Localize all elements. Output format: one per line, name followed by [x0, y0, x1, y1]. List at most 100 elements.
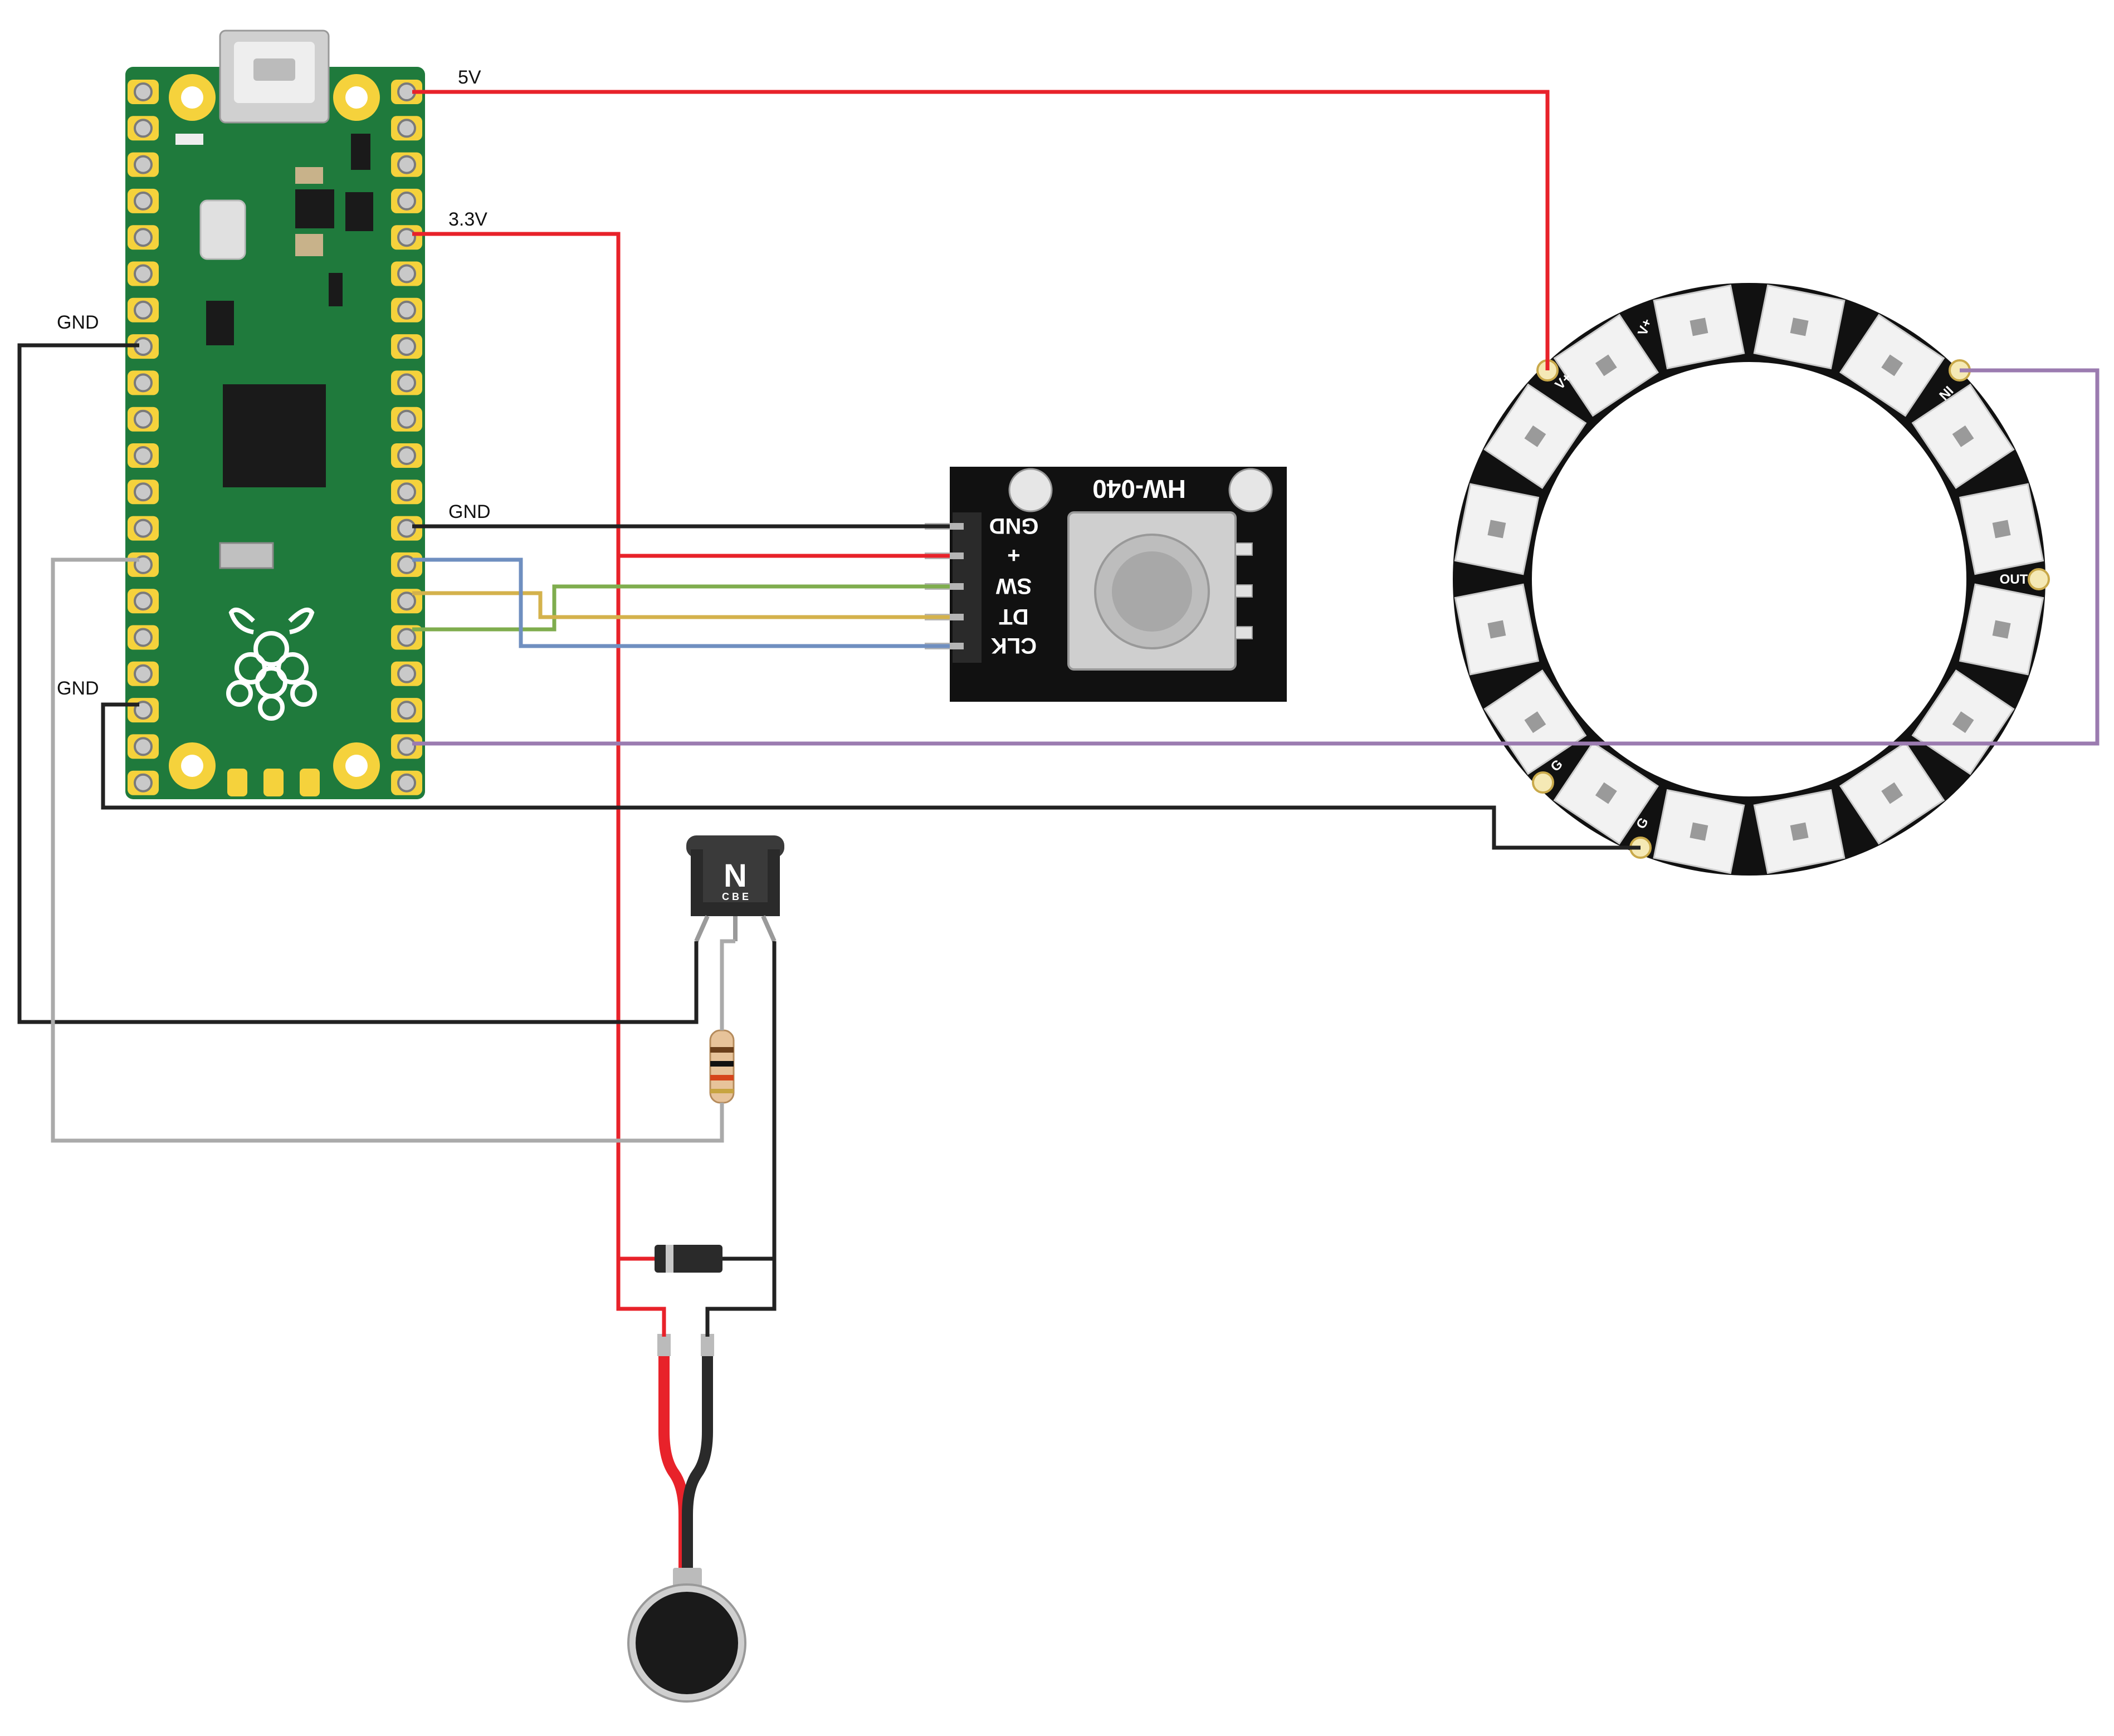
motor-disc — [636, 1592, 738, 1694]
pico-pin — [128, 698, 159, 723]
pico-pin — [128, 661, 159, 686]
ring-led — [1454, 583, 1540, 676]
bootsel-button — [199, 199, 246, 260]
wire-collector — [705, 941, 777, 1337]
ring-led — [1483, 383, 1587, 490]
pico-pin — [128, 480, 159, 505]
vibration-motor — [627, 1334, 746, 1703]
label-5v: 5V — [458, 67, 481, 88]
raspberry-pi-pico — [125, 30, 425, 799]
pico-pin — [128, 334, 159, 359]
pico-pin — [128, 152, 159, 177]
wire-sw — [412, 584, 950, 632]
pico-pin — [391, 552, 422, 577]
encoder-pin-label: GND — [989, 514, 1039, 538]
pico-pin — [391, 116, 422, 141]
ring-led — [1553, 741, 1659, 845]
label-gnd-encoder: GND — [448, 501, 491, 522]
pico-pin — [391, 152, 422, 177]
pico-pin — [128, 625, 159, 650]
rotary-encoder-module: HW-040 GND + SW DT CLK — [925, 467, 1287, 702]
pad-out-label: OUT — [2000, 572, 2028, 587]
pico-pin — [128, 261, 159, 286]
wire-3v3 — [412, 232, 666, 1337]
pico-pin — [128, 770, 159, 795]
pad-g-2 — [1532, 771, 1554, 794]
pico-pin — [391, 334, 422, 359]
pico-pin — [391, 734, 422, 759]
pico-pin — [391, 661, 422, 686]
encoder-pin-label: CLK — [991, 633, 1037, 658]
pico-pin — [391, 698, 422, 723]
wire-base-resistor — [720, 939, 735, 1030]
pico-pin — [391, 770, 422, 795]
pico-pin — [391, 516, 422, 541]
pico-pin — [391, 297, 422, 322]
ring-led — [1454, 483, 1540, 575]
wire-base — [51, 558, 724, 1143]
npn-transistor: N C B E — [686, 835, 784, 942]
label-gnd-left-lower: GND — [57, 678, 99, 699]
mounting-holes — [169, 74, 380, 789]
pico-pin — [128, 443, 159, 468]
pico-pin — [128, 589, 159, 614]
neopixel-ring: V+ V+ IN OUT G G — [1453, 283, 2050, 876]
pico-pin — [391, 261, 422, 286]
transistor-pin-labels: C B E — [722, 891, 749, 902]
wire-gnd-ring — [101, 702, 1641, 850]
pico-pin — [391, 188, 422, 213]
pico-components — [175, 134, 373, 569]
pico-pin — [391, 370, 422, 395]
pico-pin — [391, 225, 422, 250]
ring-led — [1753, 284, 1846, 370]
pico-pin — [391, 80, 422, 104]
pico-pins-right — [391, 80, 422, 795]
ring-led — [1753, 789, 1846, 874]
wire-data-in — [412, 368, 2100, 746]
label-3v3: 3.3V — [448, 209, 487, 230]
transistor-type-label: N — [724, 858, 747, 894]
resistor — [709, 1029, 735, 1104]
encoder-pin-labels: GND + SW DT CLK — [989, 514, 1039, 658]
pico-pin — [128, 297, 159, 322]
usb-connector — [219, 30, 330, 124]
wire-clk — [412, 558, 950, 648]
label-gnd-left-upper: GND — [57, 312, 99, 333]
pico-pin — [391, 480, 422, 505]
pico-pins-left — [128, 80, 159, 795]
pico-pin — [391, 407, 422, 432]
ring-led — [1959, 483, 2044, 575]
pico-pin — [128, 734, 159, 759]
wire-dt — [412, 591, 950, 619]
pico-pin — [128, 407, 159, 432]
ring-inner — [1532, 362, 1966, 796]
ring-led — [1653, 789, 1745, 874]
ring-led — [1653, 284, 1745, 370]
pico-pin — [391, 443, 422, 468]
wires — [17, 90, 2100, 1337]
pad-out — [2028, 568, 2050, 590]
ring-led — [1839, 314, 1945, 417]
ring-led — [1553, 314, 1659, 417]
raspberry-pi-logo-icon — [226, 608, 317, 721]
encoder-pin-label: DT — [999, 604, 1028, 629]
pico-pin — [128, 552, 159, 577]
encoder-pin-label: + — [1007, 543, 1020, 568]
wire-5v — [412, 90, 1550, 370]
pico-pin — [128, 516, 159, 541]
pico-pin — [128, 188, 159, 213]
encoder-model-label: HW-040 — [1092, 475, 1186, 503]
pico-pin — [128, 116, 159, 141]
wire-gnd-transistor — [17, 343, 699, 1024]
ring-led — [1483, 669, 1587, 775]
pico-pin — [128, 225, 159, 250]
debug-pads — [227, 769, 320, 796]
encoder-pin-label: SW — [996, 574, 1032, 598]
ring-leds — [1454, 284, 2044, 874]
ring-led — [1911, 669, 2015, 775]
ring-led — [1959, 583, 2044, 676]
ring-led — [1839, 741, 1945, 845]
rp2040-chip — [223, 384, 326, 487]
pico-pin — [128, 80, 159, 104]
